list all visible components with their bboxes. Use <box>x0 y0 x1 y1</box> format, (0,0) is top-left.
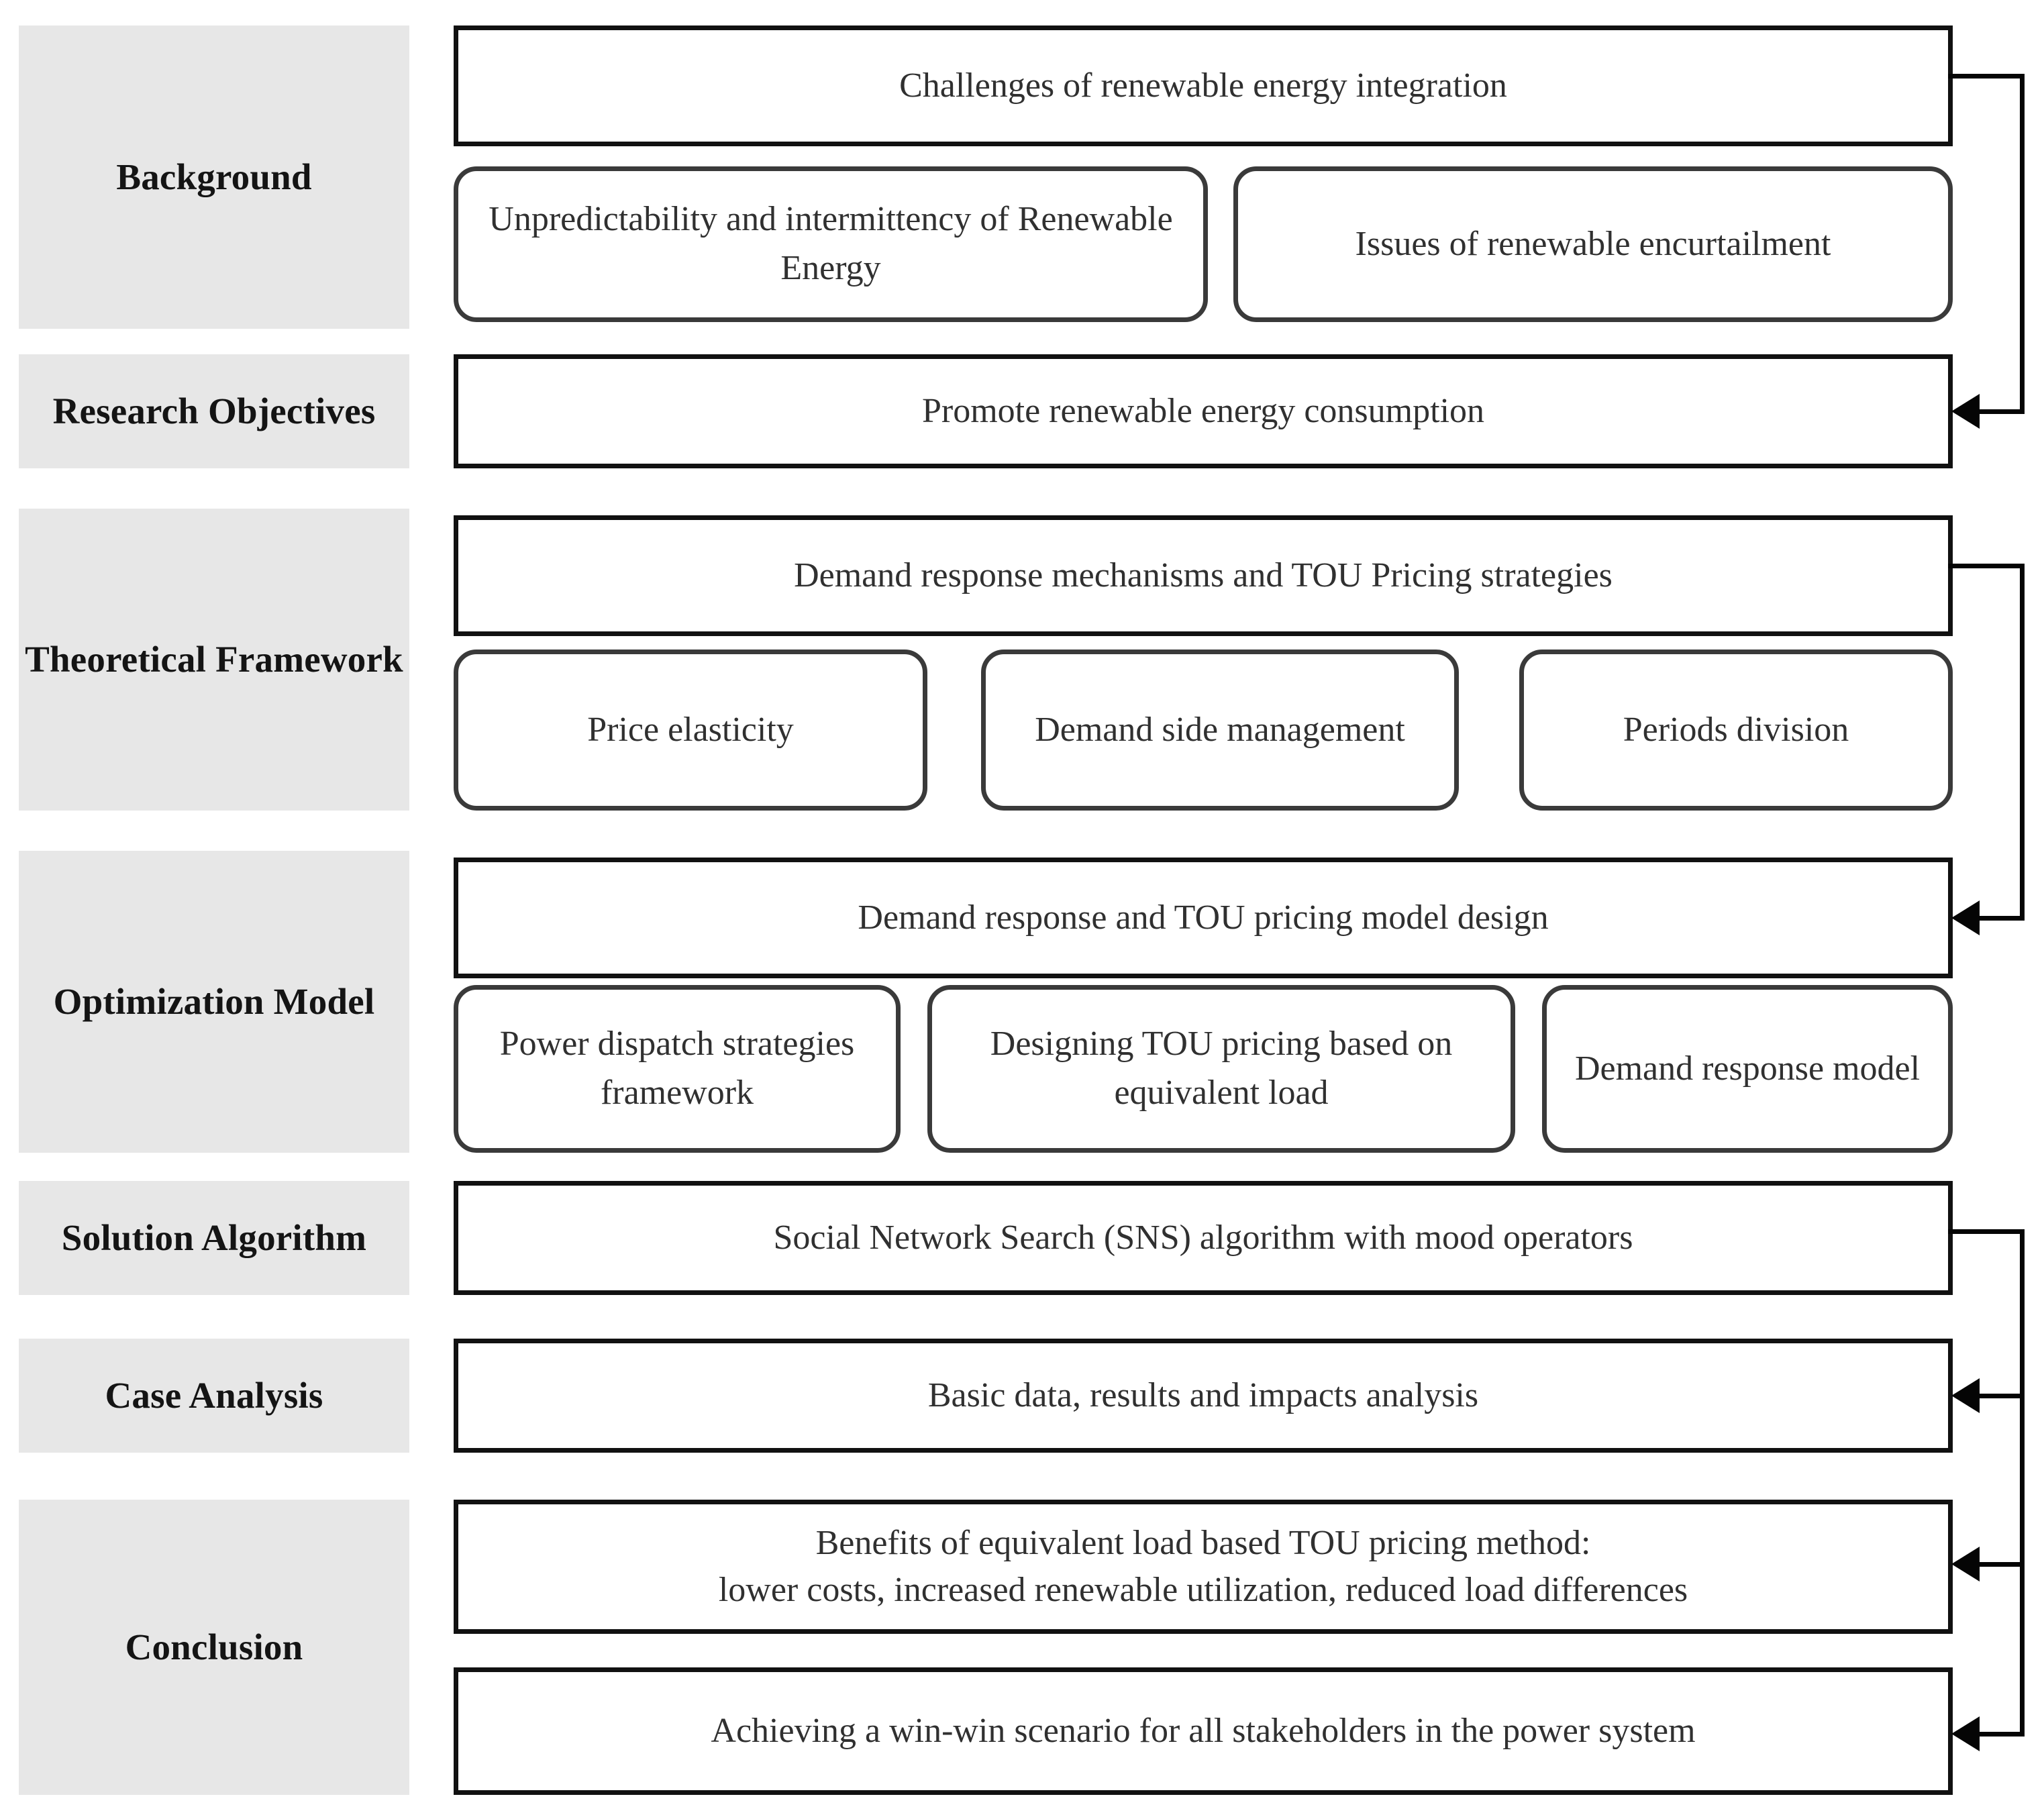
sub-box-text: Unpredictability and intermittency of Re… <box>472 195 1190 293</box>
stage-label-line-2: Model <box>273 981 375 1023</box>
stage-label-case-analysis: Case Analysis <box>19 1339 409 1453</box>
sub-box-price-elasticity[interactable]: Price elasticity <box>454 650 927 811</box>
stage-label-line-2: Framework <box>215 639 403 680</box>
main-box-text: Demand response and TOU pricing model de… <box>858 898 1549 937</box>
stage-label-text: Conclusion <box>125 1626 303 1668</box>
connector-background-vertical <box>2020 74 2025 411</box>
stage-label-line-1: Research <box>52 391 199 432</box>
stage-label-line-1: Optimization <box>53 981 264 1023</box>
stage-label-theoretical-framework: Theoretical Framework <box>19 509 409 811</box>
arrow-into-research-objectives <box>1951 394 1980 429</box>
stage-label-line-2: Objectives <box>208 391 376 432</box>
stage-label-text: Solution Algorithm <box>62 1215 366 1260</box>
main-box-text: Demand response mechanisms and TOU Prici… <box>794 556 1613 594</box>
main-box-tou-pricing-model-design[interactable]: Demand response and TOU pricing model de… <box>454 858 1953 978</box>
connector-algorithm-top-segment <box>1948 1229 2025 1234</box>
connector-conclusion-2-inbound-segment <box>1980 1732 2025 1737</box>
main-box-line-2: lower costs, increased renewable utiliza… <box>718 1571 1688 1609</box>
sub-box-periods-division[interactable]: Periods division <box>1519 650 1953 811</box>
stage-label-text: Case Analysis <box>105 1375 323 1416</box>
stage-label-line-1: Theoretical <box>25 639 207 680</box>
main-box-win-win-scenario[interactable]: Achieving a win-win scenario for all sta… <box>454 1667 1953 1795</box>
stage-label-text: Optimization Model <box>54 979 375 1024</box>
arrow-into-conclusion-winwin <box>1951 1716 1980 1751</box>
connector-background-top-segment <box>1948 74 2025 79</box>
sub-box-line-1: Demand side <box>1035 710 1219 749</box>
sub-box-line-1: Power dispatch <box>499 1025 714 1064</box>
stage-label-text: Background <box>116 156 312 198</box>
main-box-benefits-tou-method[interactable]: Benefits of equivalent load based TOU pr… <box>454 1500 1953 1634</box>
connector-theory-top-segment <box>1948 564 2025 568</box>
stage-label-text: Research Objectives <box>53 389 376 433</box>
main-box-promote-consumption[interactable]: Promote renewable energy consumption <box>454 354 1953 468</box>
stage-label-conclusion: Conclusion <box>19 1500 409 1795</box>
arrow-into-conclusion-benefits <box>1951 1547 1980 1582</box>
sub-box-line-2: model <box>1833 1049 1921 1088</box>
sub-box-demand-side-management[interactable]: Demand side management <box>981 650 1459 811</box>
main-box-text: Promote renewable energy consumption <box>921 391 1485 430</box>
main-box-text: Basic data, results and impacts analysis <box>927 1376 1479 1414</box>
stage-label-optimization-model: Optimization Model <box>19 851 409 1153</box>
sub-box-text: Designing TOU pricing based on equivalen… <box>946 1020 1497 1118</box>
sub-box-line-2: strategies <box>722 1025 855 1064</box>
arrow-into-optimization-model <box>1951 900 1980 935</box>
sub-box-demand-response-model[interactable]: Demand response model <box>1542 985 1953 1153</box>
sub-box-text: Price elasticity <box>587 710 794 749</box>
main-box-basic-data-results[interactable]: Basic data, results and impacts analysis <box>454 1339 1953 1453</box>
sub-box-text: Issues of renewable encurtailment <box>1355 224 1831 263</box>
main-box-text: Benefits of equivalent load based TOU pr… <box>719 1520 1688 1614</box>
stage-label-research-objectives: Research Objectives <box>19 354 409 468</box>
sub-box-line-3: framework <box>600 1074 754 1112</box>
stage-label-background: Background <box>19 25 409 329</box>
stage-label-line-1: Solution <box>61 1217 195 1259</box>
sub-box-text: Periods division <box>1623 710 1849 749</box>
sub-box-line-2: based on equivalent load <box>1114 1025 1453 1112</box>
connector-case-inbound-segment <box>1980 1394 2025 1398</box>
main-box-text: Challenges of renewable energy integrati… <box>899 66 1507 105</box>
stage-label-solution-algorithm: Solution Algorithm <box>19 1181 409 1295</box>
main-box-text: Social Network Search (SNS) algorithm wi… <box>773 1218 1633 1257</box>
main-box-challenges[interactable]: Challenges of renewable energy integrati… <box>454 25 1953 146</box>
sub-box-text: Demand side management <box>1035 706 1405 755</box>
connector-objectives-inbound-segment <box>1980 409 2025 414</box>
arrow-into-case-analysis <box>1951 1378 1980 1413</box>
main-box-text: Achieving a win-win scenario for all sta… <box>711 1711 1696 1750</box>
sub-box-unpredictability[interactable]: Unpredictability and intermittency of Re… <box>454 166 1208 322</box>
sub-box-curtailment[interactable]: Issues of renewable encurtailment <box>1233 166 1953 322</box>
sub-box-line-2: management <box>1227 710 1405 749</box>
stage-label-text: Theoretical Framework <box>25 637 403 682</box>
main-box-demand-response-mechanisms[interactable]: Demand response mechanisms and TOU Prici… <box>454 515 1953 636</box>
connector-model-inbound-segment <box>1980 916 2025 921</box>
connector-algorithm-vertical <box>2020 1229 2025 1737</box>
sub-box-text: Power dispatch strategies framework <box>472 1020 882 1118</box>
sub-box-power-dispatch-framework[interactable]: Power dispatch strategies framework <box>454 985 901 1153</box>
main-box-sns-algorithm[interactable]: Social Network Search (SNS) algorithm wi… <box>454 1181 1953 1295</box>
sub-box-line-1: Demand response <box>1574 1049 1825 1088</box>
sub-box-designing-tou-pricing[interactable]: Designing TOU pricing based on equivalen… <box>927 985 1515 1153</box>
sub-box-text: Demand response model <box>1575 1045 1920 1094</box>
connector-theory-vertical <box>2020 564 2025 918</box>
sub-box-line-2: of Renewable Energy <box>780 200 1173 287</box>
stage-label-line-2: Algorithm <box>201 1217 367 1259</box>
sub-box-line-1: Unpredictability and intermittency <box>489 200 972 239</box>
main-box-line-1: Benefits of equivalent load based TOU pr… <box>815 1523 1591 1562</box>
sub-box-line-1: Designing TOU pricing <box>990 1025 1321 1064</box>
connector-conclusion-1-inbound-segment <box>1980 1562 2025 1567</box>
